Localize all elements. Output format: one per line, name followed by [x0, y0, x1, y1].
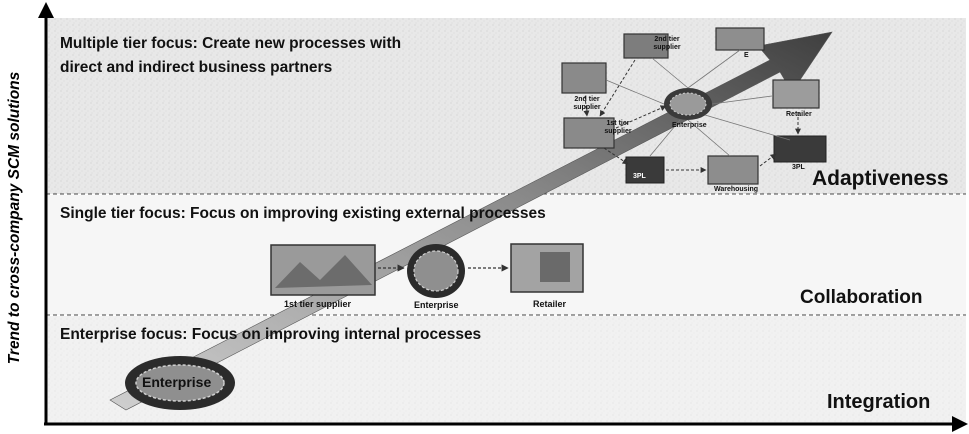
adapt-2nd-supplier-top-photo [623, 33, 669, 59]
multiple-tier-description-line2: direct and indirect business partners [60, 59, 333, 76]
adapt-warehousing-label: Warehousing [714, 186, 759, 193]
adapt-2nd-supplier-left-photo [561, 62, 607, 94]
adapt-3pl-left-label: 3PL [633, 173, 646, 180]
integration-enterprise-label: Enterprise [142, 374, 212, 390]
single-tier-description: Single tier focus: Focus on improving ex… [60, 205, 546, 222]
collab-enterprise-inner [413, 250, 459, 292]
adapt-retailer-label: Retailer [786, 111, 812, 118]
adapt-1st-supplier-photo [563, 117, 615, 149]
adapt-top-right-photo [715, 27, 765, 51]
x-axis-arrowhead [952, 416, 968, 432]
trend-arrow [109, 31, 833, 411]
multiple-tier-description-line1: Multiple tier focus: Create new processe… [60, 35, 402, 52]
adapt-3pl-right-label: 3PL [792, 164, 805, 171]
level-collaboration: Collaboration [800, 287, 923, 308]
adapt-2nd-supplier-top-label: 2nd tier supplier [653, 36, 681, 51]
adapt-3pl-left-box [625, 156, 665, 184]
adapt-3pl-right-box [773, 135, 827, 163]
y-axis-label: Trend to cross-company SCM solutions [6, 71, 23, 365]
y-axis-arrowhead [38, 2, 54, 18]
level-integration: Integration [827, 391, 931, 413]
adapt-warehousing-photo [707, 155, 759, 185]
collab-supplier-photo-detail [275, 255, 372, 288]
adapt-1st-supplier-label: 1st tier supplier [604, 120, 632, 135]
collab-supplier-label: 1st tier supplier [284, 299, 352, 309]
adapt-2nd-supplier-left-label: 2nd tier supplier [573, 96, 601, 111]
collab-retailer-label: Retailer [533, 299, 567, 309]
enterprise-tier-description: Enterprise focus: Focus on improving int… [60, 326, 482, 343]
collab-enterprise-label: Enterprise [414, 300, 459, 310]
band-single-tier [46, 195, 966, 315]
adapt-enterprise-label: Enterprise [672, 122, 707, 129]
adapt-retailer-photo [772, 79, 820, 109]
adapt-top-right-label: E [744, 52, 749, 59]
adapt-enterprise-spokes [605, 49, 791, 157]
level-adaptiveness: Adaptiveness [812, 167, 949, 190]
adapt-network-links [583, 59, 801, 173]
collab-retailer-photo-detail [540, 252, 570, 282]
integration-enterprise-inner [135, 364, 225, 402]
adapt-enterprise-inner [669, 92, 707, 116]
